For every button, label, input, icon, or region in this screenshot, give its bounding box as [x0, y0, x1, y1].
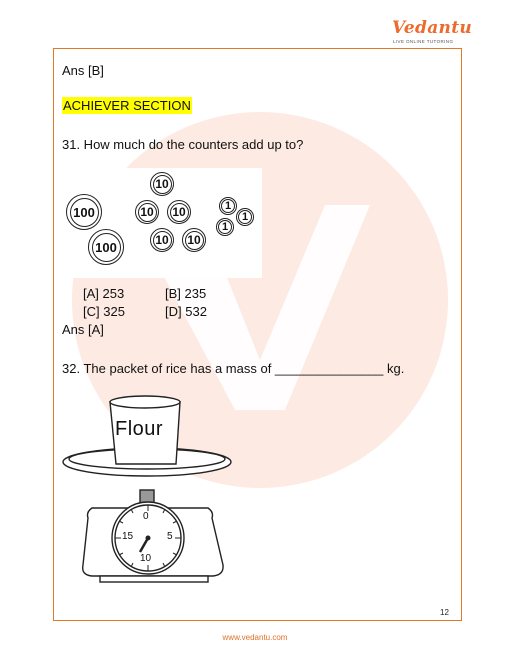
- page-number: 12: [440, 608, 449, 617]
- question-31: 31. How much do the counters add up to?: [62, 137, 304, 152]
- counter-10: 10: [150, 172, 174, 196]
- section-title: ACHIEVER SECTION: [62, 97, 192, 114]
- option-b: [B] 235: [165, 286, 207, 301]
- section-title-text: ACHIEVER SECTION: [62, 97, 192, 114]
- scale-base: [99, 575, 209, 583]
- question-32: 32. The packet of rice has a mass of ___…: [62, 361, 405, 376]
- counter-10: 10: [150, 228, 174, 252]
- answer-31: Ans [A]: [62, 322, 104, 337]
- dial-label-top: 0: [143, 511, 149, 522]
- vedantu-logo: Vedantu LIVE ONLINE TUTORING: [392, 18, 472, 48]
- dial-label-bottom: 10: [140, 553, 152, 564]
- logo-wordmark: Vedantu: [392, 18, 473, 38]
- footer-url[interactable]: www.vedantu.com: [222, 633, 288, 642]
- counter-1: 1: [236, 208, 254, 226]
- counter-100: 100: [88, 229, 124, 265]
- weighing-scale-figure: [62, 395, 232, 583]
- counter-1: 1: [216, 218, 234, 236]
- previous-answer: Ans [B]: [62, 63, 104, 78]
- counter-1: 1: [219, 197, 237, 215]
- counter-10: 10: [182, 228, 206, 252]
- dial-label-right: 5: [167, 531, 173, 542]
- logo-tagline: LIVE ONLINE TUTORING: [393, 39, 454, 44]
- option-c: [C] 325: [83, 304, 125, 319]
- dial-needle: [138, 537, 150, 553]
- counter-10: 10: [135, 200, 159, 224]
- page-border: [53, 48, 462, 621]
- option-a: [A] 253: [83, 286, 125, 301]
- packet-label: Flour: [115, 418, 164, 440]
- dial-label-left: 15: [122, 531, 134, 542]
- counter-100: 100: [66, 194, 102, 230]
- counter-10: 10: [167, 200, 191, 224]
- option-d: [D] 532: [165, 304, 207, 319]
